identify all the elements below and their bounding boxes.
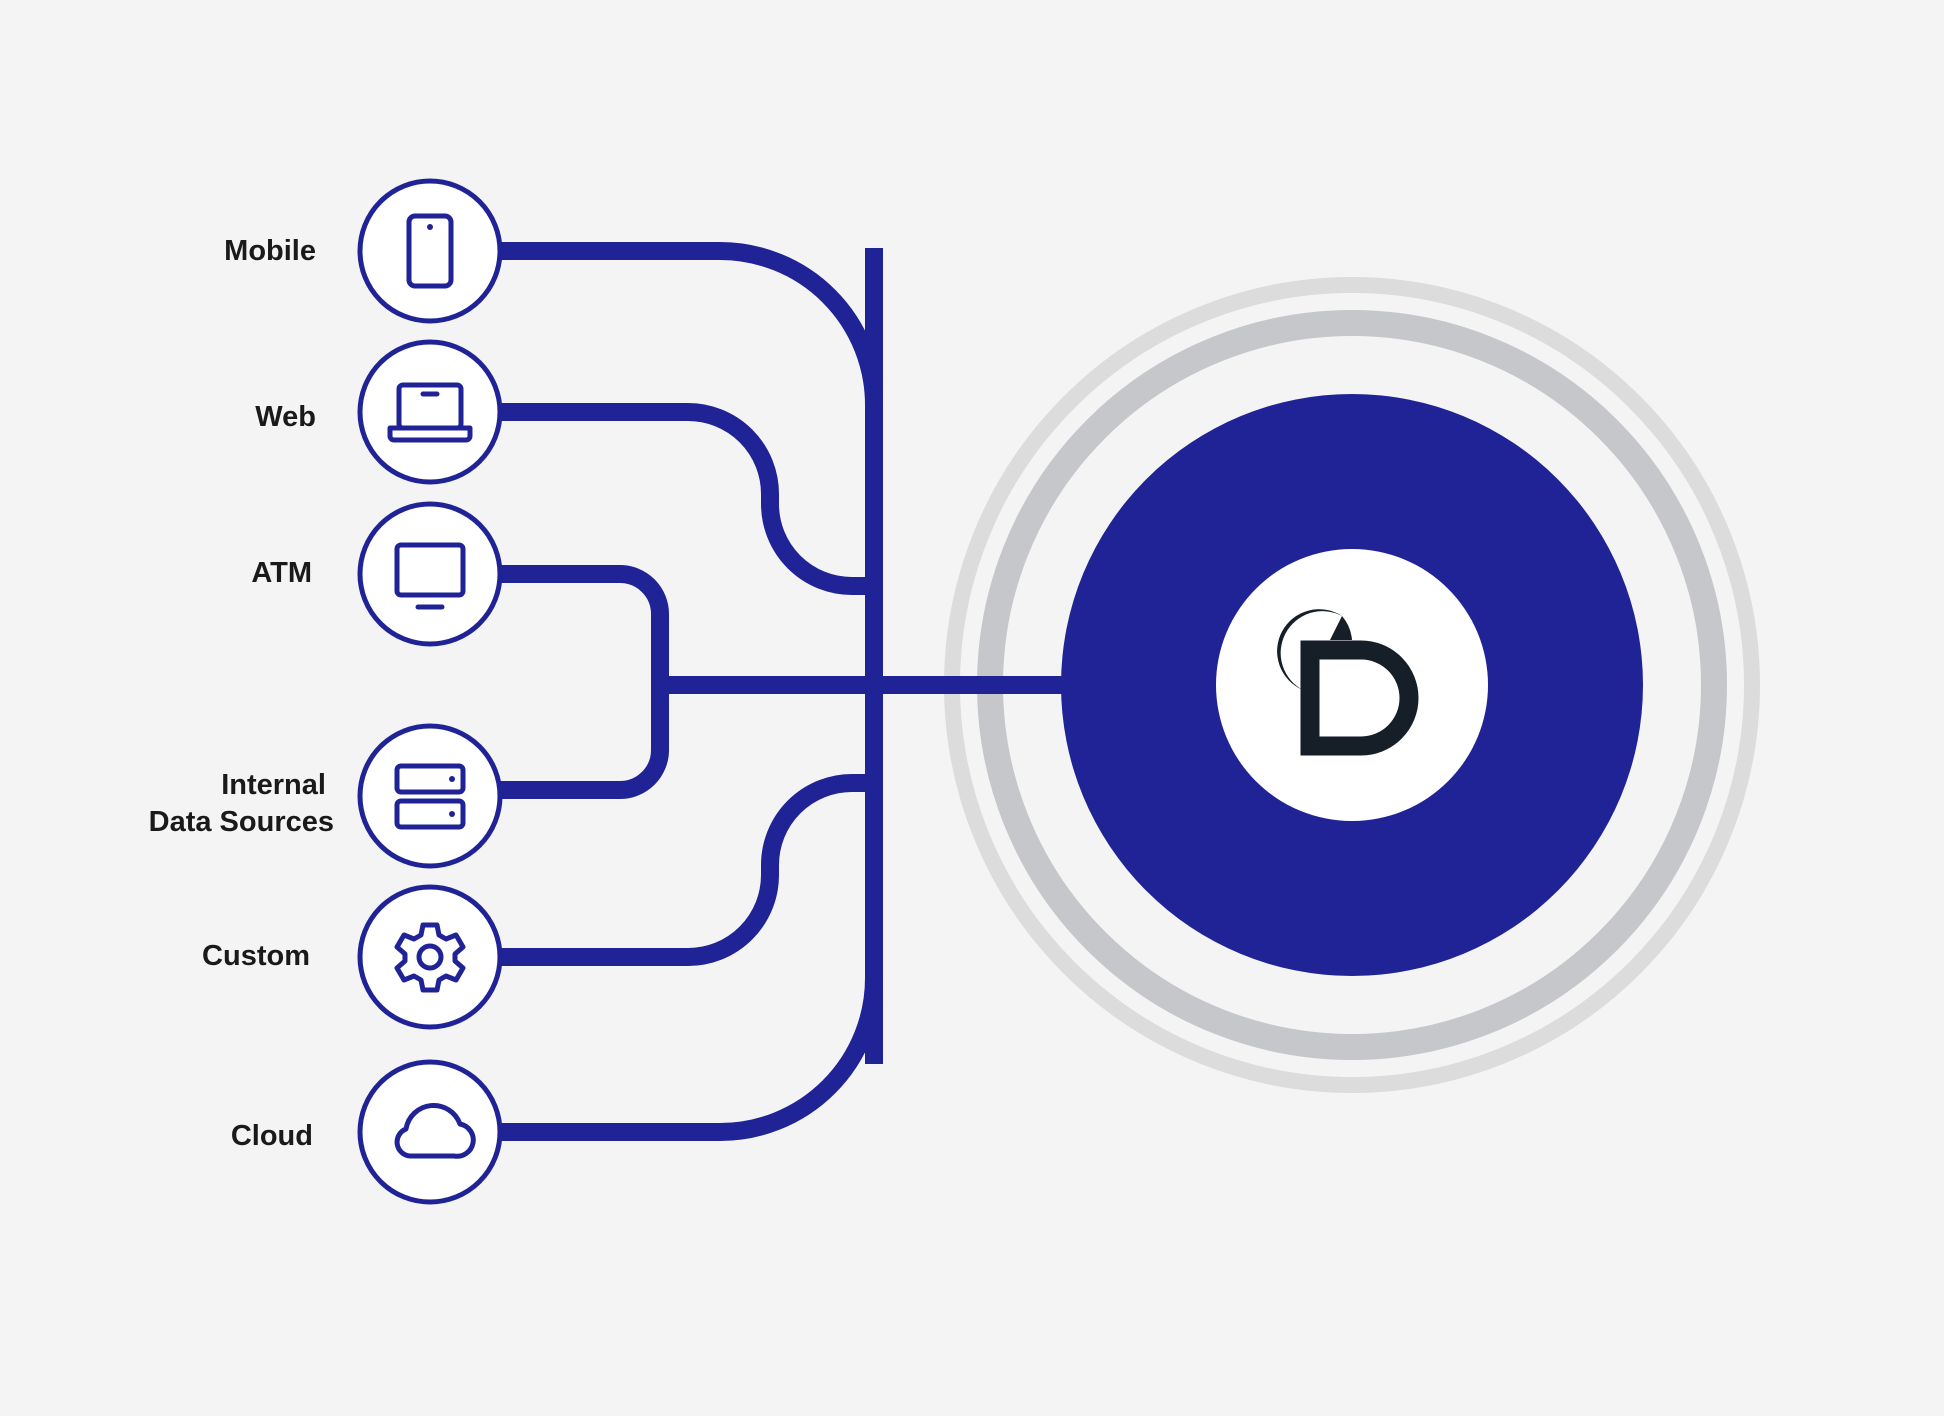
mobile-phone-icon: [406, 213, 454, 289]
hub-logo-badge: [1216, 549, 1488, 821]
connector-web: [500, 403, 874, 595]
brand-logo-icon: [1277, 609, 1419, 756]
source-node-cloud[interactable]: Cloud: [231, 1059, 503, 1205]
source-label-cloud: Cloud: [231, 1120, 313, 1152]
cloud-icon: [394, 1102, 476, 1159]
source-node-custom[interactable]: Custom: [202, 884, 503, 1030]
source-label-mobile: Mobile: [224, 235, 316, 267]
source-node-internal-data-sources[interactable]: Internal Data Sources: [149, 723, 503, 869]
connector-custom: [500, 774, 874, 966]
source-label-web: Web: [255, 401, 316, 433]
connectors: [500, 242, 1064, 1141]
server-icon: [394, 763, 466, 830]
source-label-custom: Custom: [202, 940, 310, 972]
laptop-icon: [387, 382, 473, 443]
connector-atm: [500, 565, 669, 799]
source-node-atm[interactable]: ATM: [251, 501, 503, 647]
source-node-web[interactable]: Web: [255, 339, 503, 485]
source-label-atm: ATM: [251, 557, 312, 589]
hub: [944, 277, 1760, 1093]
source-label-internal-data-sources: Internal Data Sources: [149, 769, 334, 838]
gear-icon: [394, 922, 466, 993]
monitor-icon: [394, 542, 466, 610]
connector-cloud: [500, 977, 883, 1141]
source-nodes: Mobile Web ATM: [149, 178, 503, 1205]
connector-mobile: [500, 242, 883, 406]
source-node-mobile[interactable]: Mobile: [224, 178, 503, 324]
